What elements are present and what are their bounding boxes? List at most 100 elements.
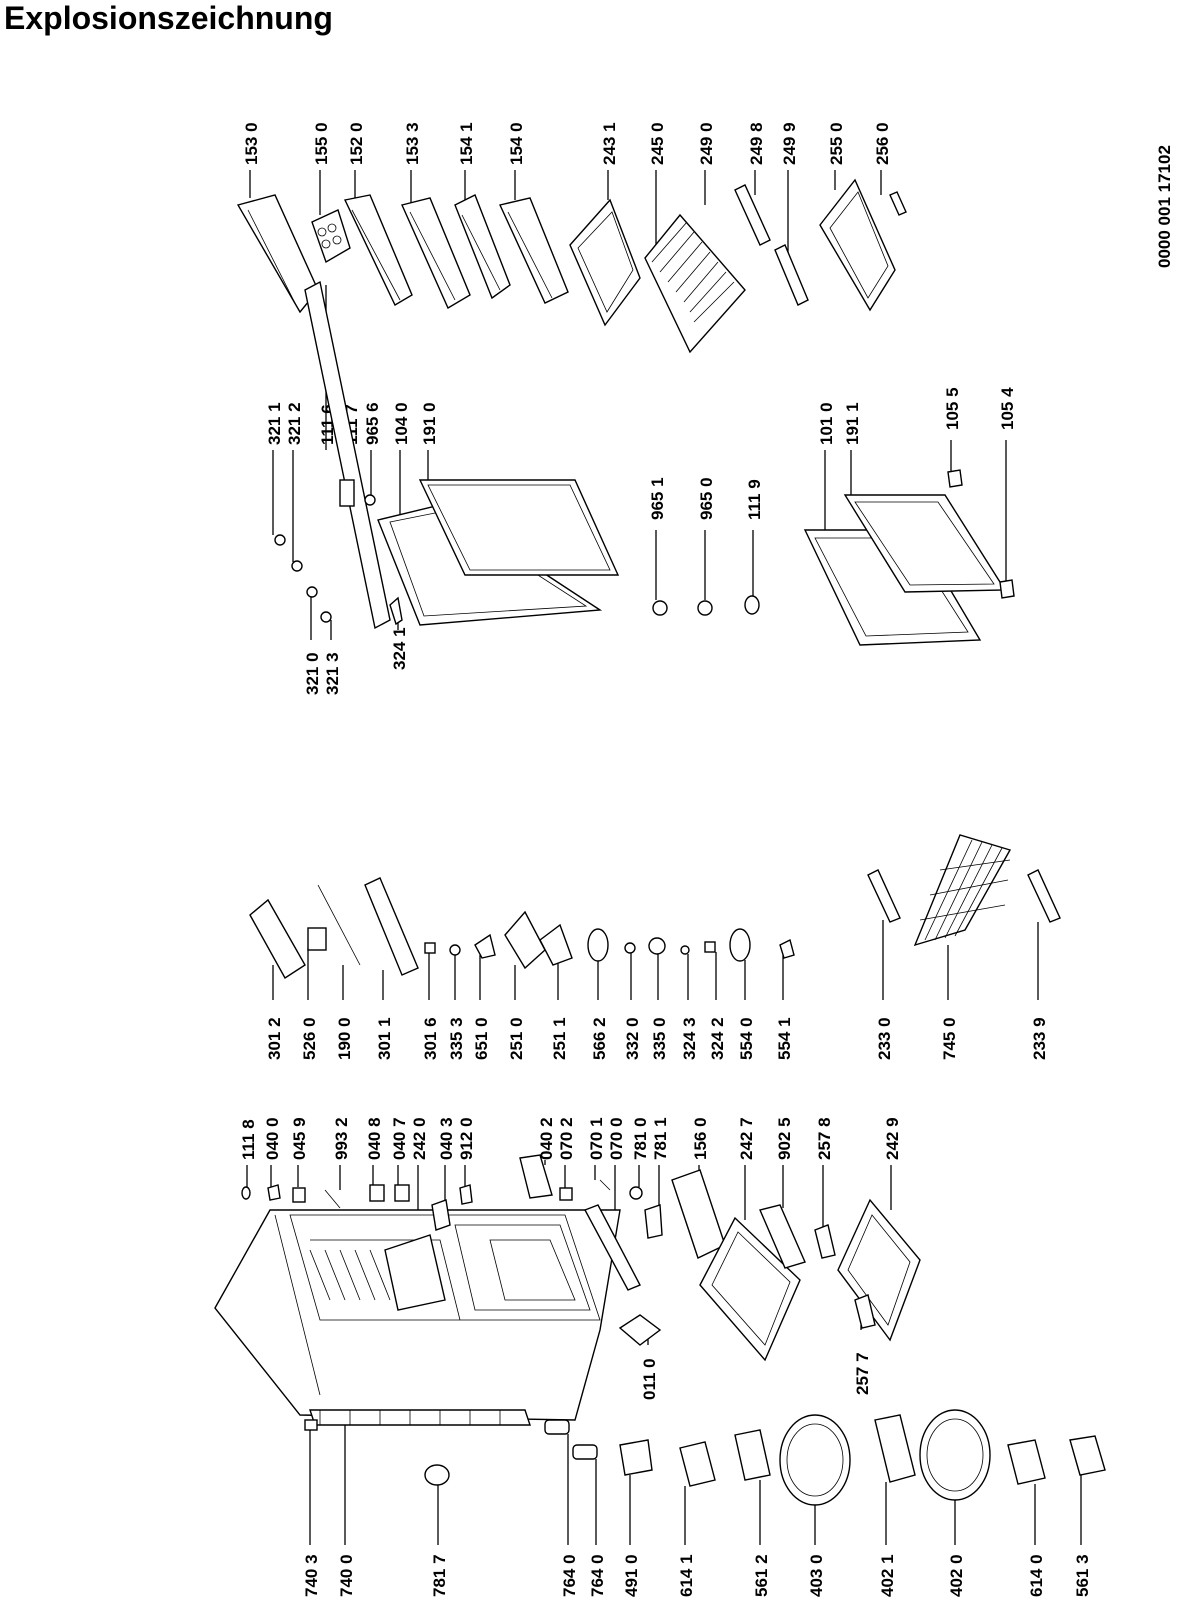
part-label: 154 1 xyxy=(457,122,476,165)
part-label: 070 2 xyxy=(557,1117,576,1160)
part-label: 402 0 xyxy=(947,1554,966,1597)
part-249-9 xyxy=(774,244,809,306)
control-parts-group xyxy=(249,834,1061,979)
part-251-1 xyxy=(539,923,573,966)
part-label: 249 8 xyxy=(747,122,766,165)
part-label: 070 1 xyxy=(587,1117,606,1160)
part-781-7 xyxy=(424,1464,450,1486)
part-label: 251 1 xyxy=(550,1017,569,1060)
part-label: 243 1 xyxy=(600,122,619,165)
part-label: 965 0 xyxy=(697,477,716,520)
part-label: 764 0 xyxy=(588,1554,607,1597)
door-shelves-group xyxy=(236,178,907,354)
part-label: 301 2 xyxy=(265,1017,284,1060)
part-011-0 xyxy=(618,1314,662,1346)
part-190-0 xyxy=(317,884,361,966)
part-label: 526 0 xyxy=(300,1017,319,1060)
part-label: 111 9 xyxy=(745,479,764,520)
part-label: 233 0 xyxy=(875,1017,894,1060)
part-965-0 xyxy=(697,600,713,616)
part-764-0-lower xyxy=(572,1444,598,1460)
part-label: 781 0 xyxy=(631,1117,650,1160)
part-label: 965 1 xyxy=(648,477,667,520)
part-965-1 xyxy=(652,600,668,616)
part-label: 011 0 xyxy=(640,1358,659,1400)
part-label: 105 4 xyxy=(998,387,1017,430)
part-040-3 xyxy=(431,1199,451,1231)
part-324-1 xyxy=(389,596,403,626)
part-233-9 xyxy=(1027,869,1061,923)
part-label: 152 0 xyxy=(347,122,366,165)
part-label: 257 7 xyxy=(853,1352,872,1395)
part-label: 257 8 xyxy=(815,1117,834,1160)
part-335-3 xyxy=(449,944,461,956)
part-154-0 xyxy=(499,197,569,304)
part-403-0 xyxy=(779,1414,851,1506)
part-070-1 xyxy=(599,1179,611,1191)
leader-lines xyxy=(246,170,1082,1545)
part-label: 912 0 xyxy=(457,1117,476,1160)
part-label: 104 0 xyxy=(392,402,411,445)
part-764-0-upper xyxy=(544,1419,570,1435)
part-label: 040 3 xyxy=(437,1117,456,1160)
part-040-2 xyxy=(519,1154,553,1199)
part-label: 403 0 xyxy=(807,1554,826,1597)
part-label: 249 9 xyxy=(780,122,799,165)
part-label: 101 0 xyxy=(817,402,836,445)
part-324-2 xyxy=(704,941,716,953)
part-label: 040 7 xyxy=(390,1117,409,1160)
part-243-1 xyxy=(569,198,641,327)
part-781-1 xyxy=(644,1204,663,1239)
part-045-9 xyxy=(292,1187,306,1203)
part-561-2 xyxy=(734,1429,771,1481)
part-label: 561 3 xyxy=(1073,1554,1092,1597)
part-561-3 xyxy=(1069,1435,1106,1476)
part-label: 554 0 xyxy=(737,1017,756,1060)
part-111-9 xyxy=(744,595,760,615)
part-191-0 xyxy=(418,479,620,576)
part-255-0 xyxy=(819,178,896,312)
part-label: 324 2 xyxy=(708,1017,727,1060)
part-label: 321 3 xyxy=(323,652,342,695)
part-321-0 xyxy=(306,586,318,598)
part-label: 651 0 xyxy=(472,1017,491,1060)
cabinet-group xyxy=(214,1154,921,1431)
part-040-7 xyxy=(394,1184,410,1202)
part-740-0 xyxy=(309,1409,531,1426)
part-label: 566 2 xyxy=(590,1017,609,1060)
part-324-3 xyxy=(680,945,690,955)
part-label: 105 5 xyxy=(943,387,962,430)
part-993-2 xyxy=(324,1189,341,1209)
part-249-8 xyxy=(734,184,771,246)
cabinet-body xyxy=(214,1209,621,1421)
part-332-0 xyxy=(624,942,636,954)
part-label: 251 0 xyxy=(507,1017,526,1060)
part-label: 324 3 xyxy=(680,1017,699,1060)
part-251-0 xyxy=(504,910,546,970)
part-912-0 xyxy=(459,1184,473,1205)
part-label: 154 0 xyxy=(507,122,526,165)
part-label: 249 0 xyxy=(697,122,716,165)
part-321-1 xyxy=(274,534,286,546)
part-040-0 xyxy=(267,1184,281,1201)
part-label: 554 1 xyxy=(775,1017,794,1060)
part-label: 740 0 xyxy=(337,1554,356,1597)
part-label: 242 7 xyxy=(737,1117,756,1160)
part-105-4 xyxy=(999,579,1015,599)
part-label: 764 0 xyxy=(560,1554,579,1597)
part-label: 242 9 xyxy=(883,1117,902,1160)
part-040-8 xyxy=(369,1184,385,1202)
part-label: 745 0 xyxy=(940,1017,959,1060)
part-105-5 xyxy=(947,469,963,488)
part-245-0 xyxy=(644,213,746,354)
part-554-1 xyxy=(779,938,795,959)
part-554-0 xyxy=(729,928,751,962)
part-label: 045 9 xyxy=(290,1117,309,1160)
compressor-parts-group xyxy=(424,1409,1106,1506)
part-070-0 xyxy=(584,1204,641,1291)
part-402-0 xyxy=(919,1409,991,1501)
part-label: 402 1 xyxy=(878,1554,897,1597)
part-242-7 xyxy=(699,1216,801,1362)
part-301-2 xyxy=(249,898,306,979)
part-153-3 xyxy=(401,197,471,310)
